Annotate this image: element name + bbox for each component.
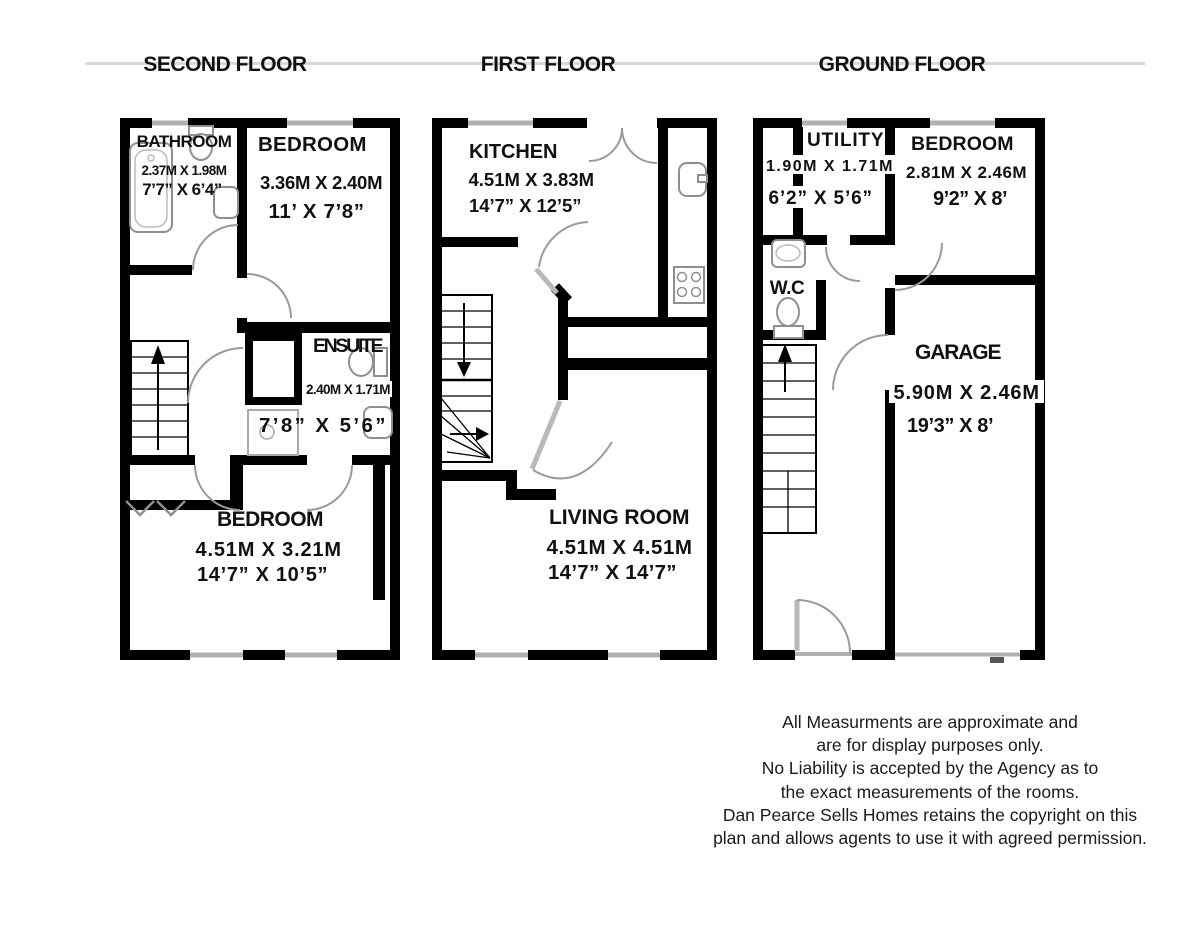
room-imperial: 9’2” X 8’: [933, 188, 1007, 210]
disclaimer: All Measurments are approximate and are …: [695, 711, 1165, 850]
room-imperial: 7’8” X 5’6”: [259, 414, 385, 437]
sink-tap: [697, 174, 708, 183]
disclaimer-line: plan and allows agents to use it with ag…: [713, 828, 1147, 849]
room-label: ENSUITE: [313, 335, 383, 357]
second-floor-plan: BATHROOM 2.37M X 1.98M 7’7” X 6’4” BEDRO…: [120, 118, 400, 660]
room-metric: 3.36M X 2.40M: [260, 172, 382, 193]
wc-toilet: [776, 297, 800, 327]
ground-floor-title: GROUND FLOOR: [818, 53, 986, 76]
room-imperial: 7’7” X 6’4”: [142, 180, 222, 199]
first-floor-title: FIRST FLOOR: [480, 53, 616, 76]
room-label: BEDROOM: [258, 133, 366, 156]
ensuite-toilet-tank: [373, 347, 388, 377]
room-metric: 2.81M X 2.46M: [906, 163, 1026, 182]
room-metric: 4.51M X 3.21M: [196, 539, 341, 561]
room-metric: 1.90M X 1.71M: [766, 158, 892, 175]
ensuite-sink: [363, 406, 393, 439]
room-metric: 4.51M X 3.83M: [469, 169, 594, 190]
ground-floor-plan: UTILITY 1.90M X 1.71M 6’2” X 5’6” BEDROO…: [753, 118, 1045, 663]
disclaimer-line: All Measurments are approximate and: [782, 712, 1078, 732]
room-imperial: 14’7” X 14’7”: [548, 561, 676, 584]
disclaimer-line: No Liability is accepted by the Agency a…: [761, 758, 1099, 779]
room-metric: 4.51M X 4.51M: [547, 536, 692, 559]
shower-tray: [247, 409, 299, 456]
room-label: UTILITY: [807, 130, 884, 151]
room-imperial: 11’ X 7’8”: [269, 200, 364, 223]
toilet: [189, 133, 213, 161]
hob: [673, 266, 705, 304]
header-rule: [85, 62, 1145, 65]
room-imperial: 14’7” X 10’5”: [197, 564, 327, 586]
first-floor-plan: KITCHEN 4.51M X 3.83M 14’7” X 12’5” LIVI…: [432, 118, 717, 660]
room-metric: 5.90M X 2.46M: [894, 382, 1039, 404]
room-metric: 2.40M X 1.71M: [306, 382, 390, 397]
room-label: BEDROOM: [911, 133, 1013, 155]
wc-toilet-tank: [773, 325, 804, 339]
disclaimer-line: are for display purposes only.: [816, 735, 1044, 756]
room-imperial: 14’7” X 12’5”: [469, 195, 581, 216]
second-floor-title: SECOND FLOOR: [143, 53, 307, 76]
room-label: KITCHEN: [469, 141, 557, 163]
room-label: LIVING ROOM: [549, 506, 689, 529]
room-label: GARAGE: [915, 341, 1001, 364]
room-metric: 2.37M X 1.98M: [141, 163, 226, 178]
disclaimer-line: the exact measurements of the rooms.: [780, 781, 1080, 802]
room-label: BATHROOM: [137, 132, 232, 151]
room-label: BEDROOM: [217, 508, 323, 531]
room-imperial: 6’2” X 5’6”: [769, 188, 872, 209]
room-imperial: 19’3” X 8’: [907, 415, 993, 437]
disclaimer-line: Dan Pearce Sells Homes retains the copyr…: [722, 804, 1138, 825]
bathroom-sink: [213, 186, 239, 219]
bathtub: [129, 142, 173, 233]
room-label: W.C: [770, 278, 805, 299]
logo-mark: [990, 657, 1004, 663]
